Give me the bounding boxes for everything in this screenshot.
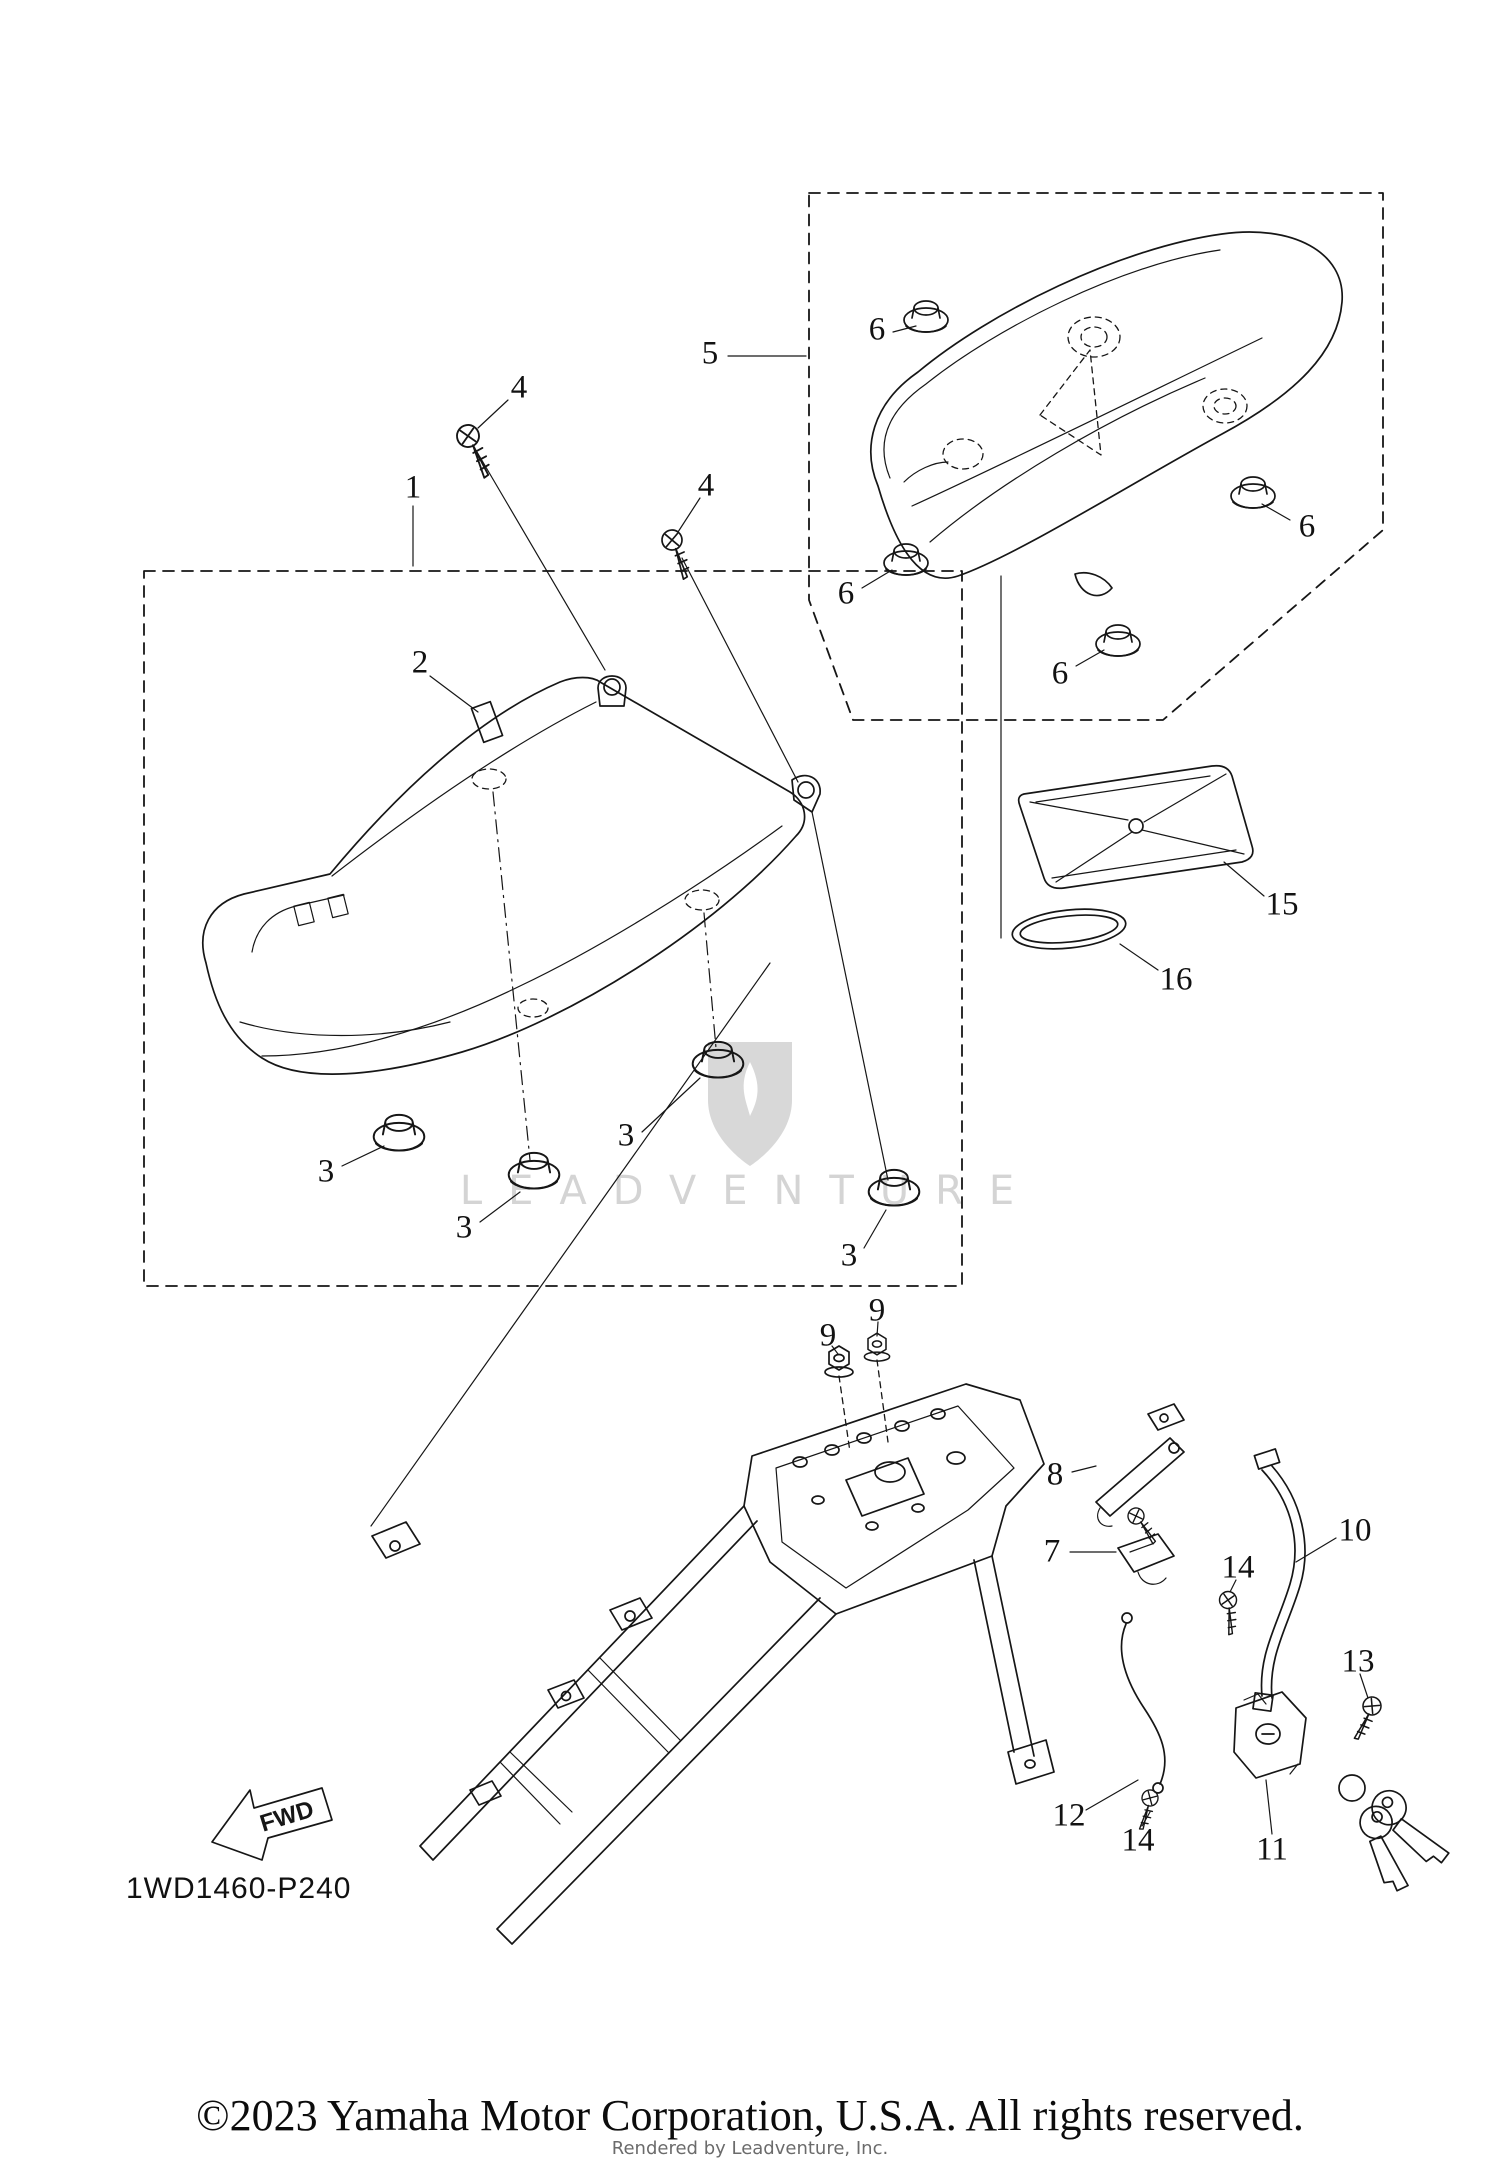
callout-12: 12 (1052, 1797, 1086, 1834)
callout-8: 8 (1046, 1456, 1064, 1493)
watermark-text: LEADVENTURE (459, 1168, 1041, 1214)
callout-16: 16 (1159, 961, 1193, 998)
lock-cable-10 (1252, 1448, 1306, 1713)
copyright-text: ©2023 Yamaha Motor Corporation, U.S.A. A… (196, 2091, 1304, 2140)
callout-6: 6 (1051, 655, 1069, 692)
screw-4 (660, 527, 691, 582)
damper-6 (1230, 476, 1276, 509)
tool-pouch-15 (1017, 764, 1254, 890)
callout-3: 3 (617, 1117, 635, 1154)
damper-3 (372, 1113, 426, 1152)
callout-14: 14 (1221, 1549, 1255, 1586)
callout-9: 9 (819, 1317, 837, 1354)
nuts-9 (824, 1332, 891, 1453)
diagram-part-code: 1WD1460-P240 (126, 1872, 352, 1905)
callout-1: 1 (404, 469, 422, 506)
rendered-by-text: Rendered by Leadventure, Inc. (611, 2138, 889, 2159)
callout-15: 15 (1265, 886, 1299, 923)
screw-13 (1341, 1692, 1389, 1743)
damper-3 (867, 1168, 921, 1207)
callout-7: 7 (1043, 1533, 1061, 1570)
band-16 (1011, 908, 1127, 950)
callout-10: 10 (1338, 1512, 1372, 1549)
damper-3 (507, 1151, 561, 1190)
callout-13: 13 (1341, 1643, 1375, 1680)
callout-6: 6 (868, 311, 886, 348)
rear-frame (371, 1383, 1055, 1945)
callout-14: 14 (1121, 1822, 1155, 1859)
passenger-seat-mount-marks (942, 316, 1248, 470)
screw-4 (454, 421, 492, 483)
callout-4: 4 (510, 369, 528, 406)
fwd-arrow: FWD (211, 1787, 333, 1861)
callout-6: 6 (837, 575, 855, 612)
callout-11: 11 (1256, 1831, 1288, 1868)
seat-hinge-2 (470, 700, 504, 744)
bracket-8 (1095, 1403, 1185, 1527)
seat-lock-bracket-7 (1117, 1503, 1175, 1585)
fwd-arrow-label: FWD (257, 1796, 317, 1838)
callout-9: 9 (868, 1292, 886, 1329)
damper-3 (691, 1040, 745, 1079)
callout-6: 6 (1298, 508, 1316, 545)
screw-14 (1213, 1589, 1242, 1637)
callout-3: 3 (455, 1209, 473, 1246)
callout-5: 5 (701, 335, 719, 372)
callout-4: 4 (697, 467, 715, 504)
rider-seat-assembly (143, 421, 963, 1287)
leader-lines (341, 325, 1369, 1835)
keys (1338, 1774, 1450, 1892)
lock-rod-12 (1120, 1612, 1166, 1794)
lock-assembly-11 (1233, 1691, 1307, 1779)
callout-2: 2 (411, 644, 429, 681)
passenger-seat-assembly (808, 192, 1384, 721)
callout-3: 3 (317, 1153, 335, 1190)
callout-3: 3 (840, 1237, 858, 1274)
